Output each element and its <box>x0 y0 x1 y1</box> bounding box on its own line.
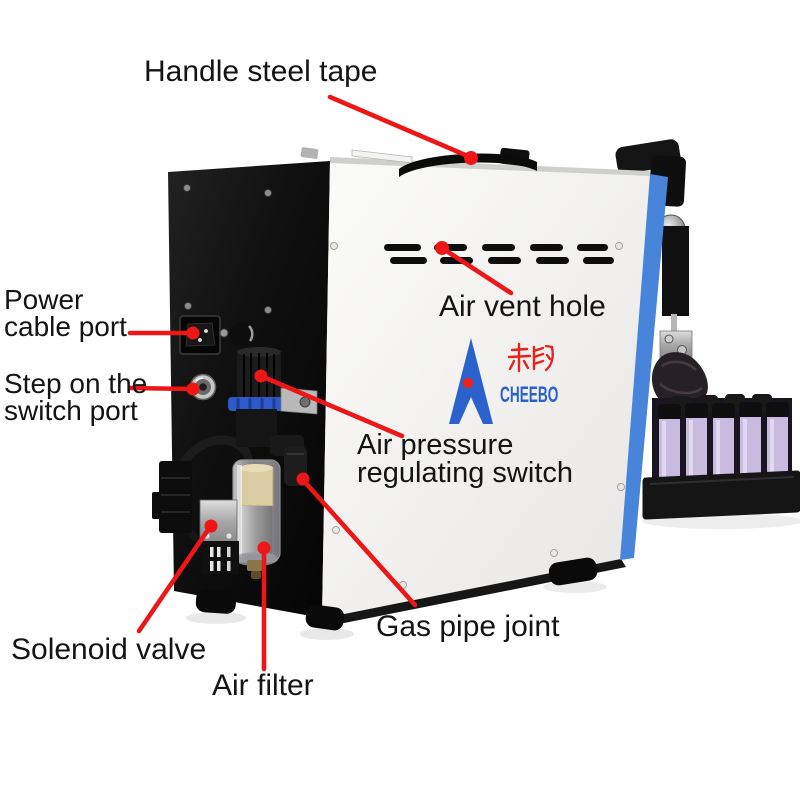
label-air-pressure-regulating-switch: Air pressure regulating switch <box>357 429 573 489</box>
electrode-cable-wrap <box>651 352 708 408</box>
handle-bar <box>399 153 537 177</box>
handle <box>300 147 537 177</box>
label-air-filter: Air filter <box>212 669 314 702</box>
blue-clamp-ring <box>228 397 285 411</box>
welding-head-assembly <box>615 139 708 408</box>
label-air-vent-hole: Air vent hole <box>439 290 606 323</box>
label-handle-steel-tape: Handle steel tape <box>144 55 378 88</box>
label-power-cable-port: Power cable port <box>4 284 127 342</box>
label-gas-pipe-joint: Gas pipe joint <box>376 610 560 643</box>
blue-trim-stripe <box>620 174 668 560</box>
machine-feet <box>195 557 598 631</box>
battery-tray <box>642 394 800 520</box>
solenoid-connector-box <box>159 461 192 533</box>
label-step-on-switch-port: Step on the switch port <box>4 368 148 426</box>
tray-base <box>642 470 800 520</box>
breaker-button <box>229 322 253 346</box>
battery-cells <box>658 394 789 485</box>
head-column <box>662 226 689 316</box>
logo-dot <box>462 377 474 389</box>
front-panel-rivets <box>330 242 625 589</box>
air-filter <box>232 459 281 579</box>
annotation-arrows <box>127 94 514 672</box>
back-panel-screws <box>182 183 273 315</box>
air-regulator-assembly <box>152 347 318 579</box>
front-panel <box>322 161 650 618</box>
brand-logo <box>449 338 554 424</box>
label-solenoid-valve: Solenoid valve <box>11 633 207 666</box>
logo-chinese-characters <box>507 342 554 373</box>
solenoid-valve <box>199 499 239 574</box>
brand-name-text: CHEEBO <box>500 382 559 407</box>
